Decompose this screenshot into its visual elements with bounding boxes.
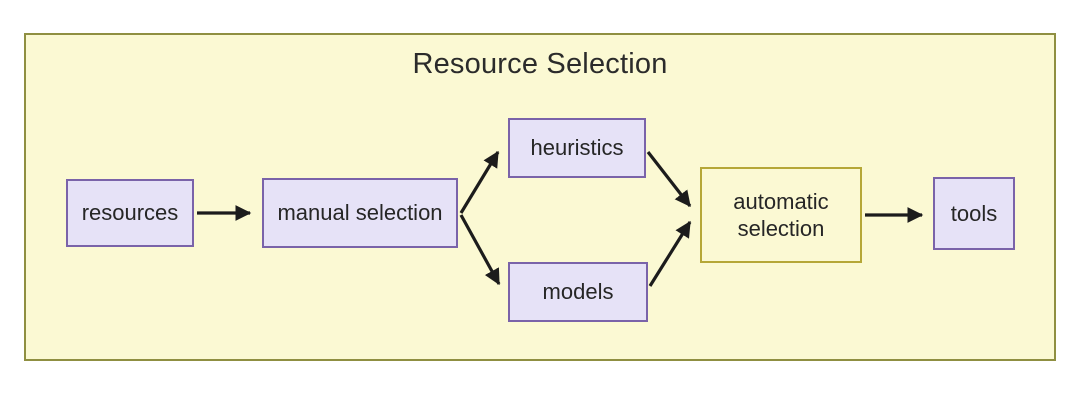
node-manual-selection: manual selection: [262, 178, 458, 248]
node-heuristics-label: heuristics: [530, 135, 624, 161]
node-heuristics: heuristics: [508, 118, 646, 178]
node-resources: resources: [66, 179, 194, 247]
node-models-label: models: [542, 279, 614, 305]
node-manual-selection-label: manual selection: [277, 200, 443, 226]
node-automatic-selection-label: automatic selection: [733, 188, 829, 242]
node-automatic-selection: automatic selection: [700, 167, 862, 263]
node-models: models: [508, 262, 648, 322]
node-tools: tools: [933, 177, 1015, 250]
node-tools-label: tools: [950, 200, 998, 226]
diagram-title: Resource Selection: [412, 48, 668, 80]
node-resources-label: resources: [81, 200, 179, 226]
